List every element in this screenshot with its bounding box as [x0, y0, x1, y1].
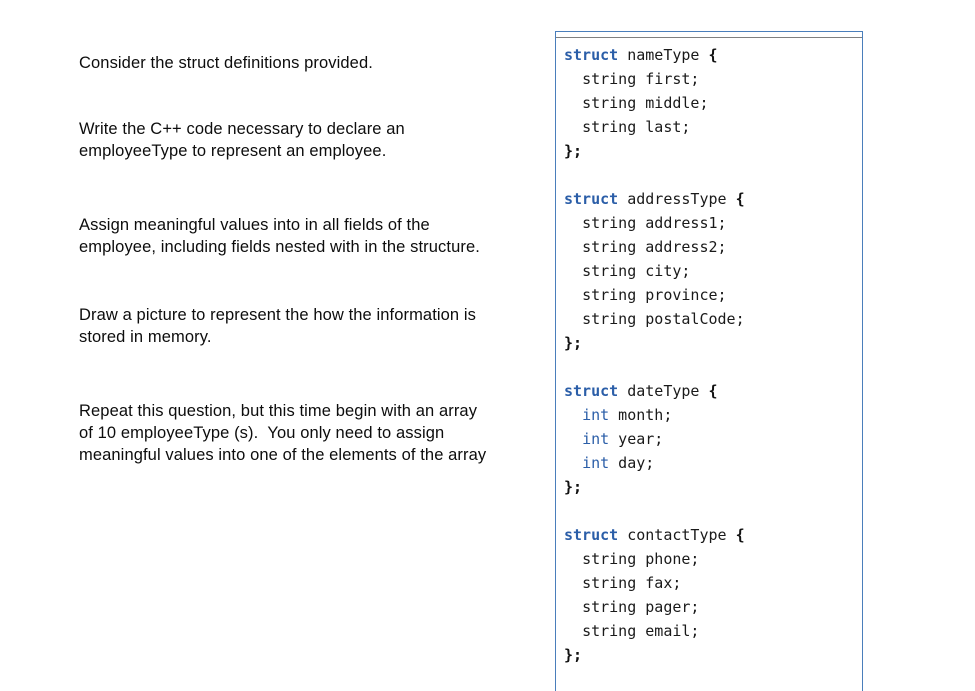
paragraph-line: meaningful values into one of the elemen…	[79, 446, 487, 464]
struct-name: nameType	[618, 46, 709, 64]
field-type: string	[582, 598, 637, 616]
field-name: year;	[609, 430, 664, 448]
struct-field-line: string city;	[564, 259, 856, 283]
field-name: postalCode;	[636, 310, 745, 328]
paragraph-write-cpp-code: Write the C++ code necessary to declare …	[79, 118, 539, 162]
field-name: middle;	[636, 94, 709, 112]
struct-field-line: string first;	[564, 67, 856, 91]
code-panel: struct nameType { string first; string m…	[555, 31, 863, 691]
open-brace: {	[735, 526, 745, 544]
struct-footer-line: };	[564, 334, 583, 352]
field-name: phone;	[636, 550, 700, 568]
field-type: int	[582, 454, 610, 472]
field-name: last;	[636, 118, 691, 136]
field-name: day;	[609, 454, 655, 472]
struct-header-line: struct nameType {	[564, 43, 856, 67]
field-type: int	[582, 430, 610, 448]
field-name: address1;	[636, 214, 727, 232]
struct-name: contactType	[618, 526, 736, 544]
paragraph-assign-values: Assign meaningful values into in all fie…	[79, 214, 539, 258]
struct-field-line: string email;	[564, 619, 856, 643]
struct-field-line: int day;	[564, 451, 856, 475]
paragraph-line: Consider the struct definitions provided…	[79, 54, 373, 72]
field-type: string	[582, 238, 637, 256]
keyword-struct: struct	[564, 190, 619, 208]
field-name: first;	[636, 70, 700, 88]
struct-name: dateType	[618, 382, 709, 400]
struct-field-line: string fax;	[564, 571, 856, 595]
struct-field-line: string middle;	[564, 91, 856, 115]
struct-name: addressType	[618, 190, 736, 208]
field-name: fax;	[636, 574, 682, 592]
struct-header-line: struct contactType {	[564, 523, 856, 547]
open-brace: {	[735, 190, 745, 208]
struct-header-line: struct addressType {	[564, 187, 856, 211]
field-type: string	[582, 94, 637, 112]
struct-footer-line: };	[564, 142, 583, 160]
paragraph-draw-picture: Draw a picture to represent the how the …	[79, 304, 539, 348]
struct-definition-addressType: struct addressType { string address1; st…	[564, 187, 856, 355]
instructions-column: Consider the struct definitions provided…	[79, 52, 539, 466]
paragraph-spacer	[79, 162, 539, 214]
paragraph-line: Write the C++ code necessary to declare …	[79, 120, 405, 138]
paragraph-consider-structs: Consider the struct definitions provided…	[79, 52, 539, 74]
keyword-struct: struct	[564, 46, 619, 64]
paragraph-spacer	[79, 348, 539, 400]
paragraph-spacer	[79, 258, 539, 304]
field-name: address2;	[636, 238, 727, 256]
field-type: string	[582, 118, 637, 136]
field-name: month;	[609, 406, 673, 424]
keyword-struct: struct	[564, 526, 619, 544]
struct-footer-line: };	[564, 646, 583, 664]
struct-field-line: int year;	[564, 427, 856, 451]
paragraph-line: Repeat this question, but this time begi…	[79, 402, 478, 420]
field-type: string	[582, 70, 637, 88]
field-name: pager;	[636, 598, 700, 616]
field-name: city;	[636, 262, 691, 280]
open-brace: {	[708, 382, 718, 400]
field-type: string	[582, 214, 637, 232]
field-type: string	[582, 574, 637, 592]
field-type: string	[582, 622, 637, 640]
struct-field-line: string province;	[564, 283, 856, 307]
field-type: string	[582, 550, 637, 568]
field-type: string	[582, 310, 637, 328]
struct-definition-contactType: struct contactType { string phone; strin…	[564, 523, 856, 667]
struct-field-line: string pager;	[564, 595, 856, 619]
paragraph-line: stored in memory.	[79, 328, 212, 346]
struct-footer-line: };	[564, 478, 583, 496]
keyword-struct: struct	[564, 382, 619, 400]
struct-field-line: int month;	[564, 403, 856, 427]
open-brace: {	[708, 46, 718, 64]
paragraph-line: employee, including fields nested with i…	[79, 238, 480, 256]
paragraph-line: Draw a picture to represent the how the …	[79, 306, 477, 324]
field-name: province;	[636, 286, 727, 304]
struct-field-line: string postalCode;	[564, 307, 856, 331]
paragraph-line: employeeType to represent an employee.	[79, 142, 387, 160]
paragraph-line: of 10 employeeType (s). You only need to…	[79, 424, 445, 442]
struct-definition-nameType: struct nameType { string first; string m…	[564, 43, 856, 163]
struct-definition-dateType: struct dateType { int month; int year; i…	[564, 379, 856, 499]
struct-field-line: string phone;	[564, 547, 856, 571]
paragraph-repeat-with-array: Repeat this question, but this time begi…	[79, 400, 539, 466]
paragraph-spacer	[79, 74, 539, 118]
field-type: string	[582, 262, 637, 280]
field-name: email;	[636, 622, 700, 640]
struct-header-line: struct dateType {	[564, 379, 856, 403]
struct-field-line: string address2;	[564, 235, 856, 259]
paragraph-line: Assign meaningful values into in all fie…	[79, 216, 430, 234]
field-type: string	[582, 286, 637, 304]
struct-field-line: string last;	[564, 115, 856, 139]
field-type: int	[582, 406, 610, 424]
struct-field-line: string address1;	[564, 211, 856, 235]
code-listing: struct nameType { string first; string m…	[556, 39, 862, 691]
code-panel-divider	[556, 37, 862, 38]
